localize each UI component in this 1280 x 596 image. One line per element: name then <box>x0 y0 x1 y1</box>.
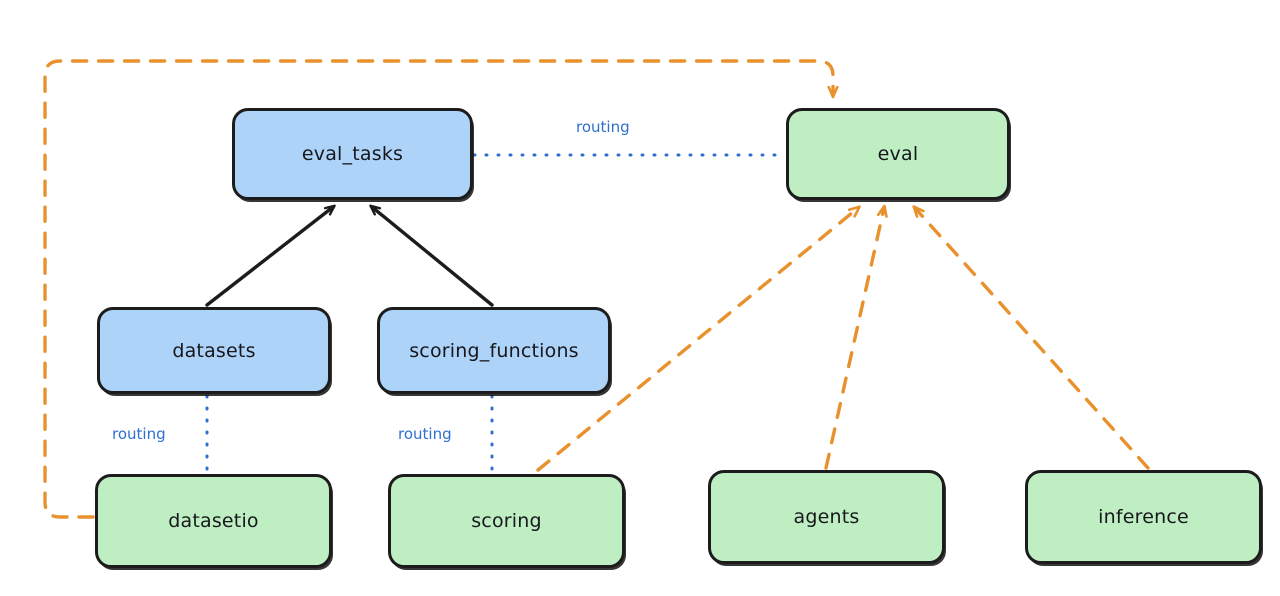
node-label: datasets <box>172 339 256 362</box>
node-label: eval_tasks <box>301 143 404 165</box>
node-inference[interactable]: inference <box>1025 470 1262 564</box>
edge-agents-eval <box>824 208 884 470</box>
node-eval-tasks[interactable]: eval_tasks <box>232 108 473 200</box>
edge-scoring_functions-eval_tasks <box>372 207 494 307</box>
edge-inference-eval <box>915 208 1150 470</box>
edge-label-routing-datasetio: routing <box>112 425 166 443</box>
node-scoring-functions[interactable]: scoring_functions <box>377 307 611 394</box>
node-agents[interactable]: agents <box>708 470 945 564</box>
node-label: scoring_functions <box>409 339 579 362</box>
edge-label-routing-scoring: routing <box>398 425 452 443</box>
edge-label-routing-eval: routing <box>576 118 630 136</box>
node-label: eval <box>877 143 919 165</box>
node-datasetio[interactable]: datasetio <box>95 474 332 568</box>
node-label: inference <box>1098 506 1189 528</box>
edge-datasetio-eval <box>43 59 833 519</box>
node-label: agents <box>793 506 860 528</box>
node-label: datasetio <box>168 510 259 532</box>
edge-datasets-eval_tasks <box>205 207 333 307</box>
node-scoring[interactable]: scoring <box>388 474 625 568</box>
node-label: scoring <box>471 510 542 532</box>
node-eval[interactable]: eval <box>786 108 1010 200</box>
edge-scoring-eval <box>536 208 858 472</box>
node-datasets[interactable]: datasets <box>97 307 331 394</box>
